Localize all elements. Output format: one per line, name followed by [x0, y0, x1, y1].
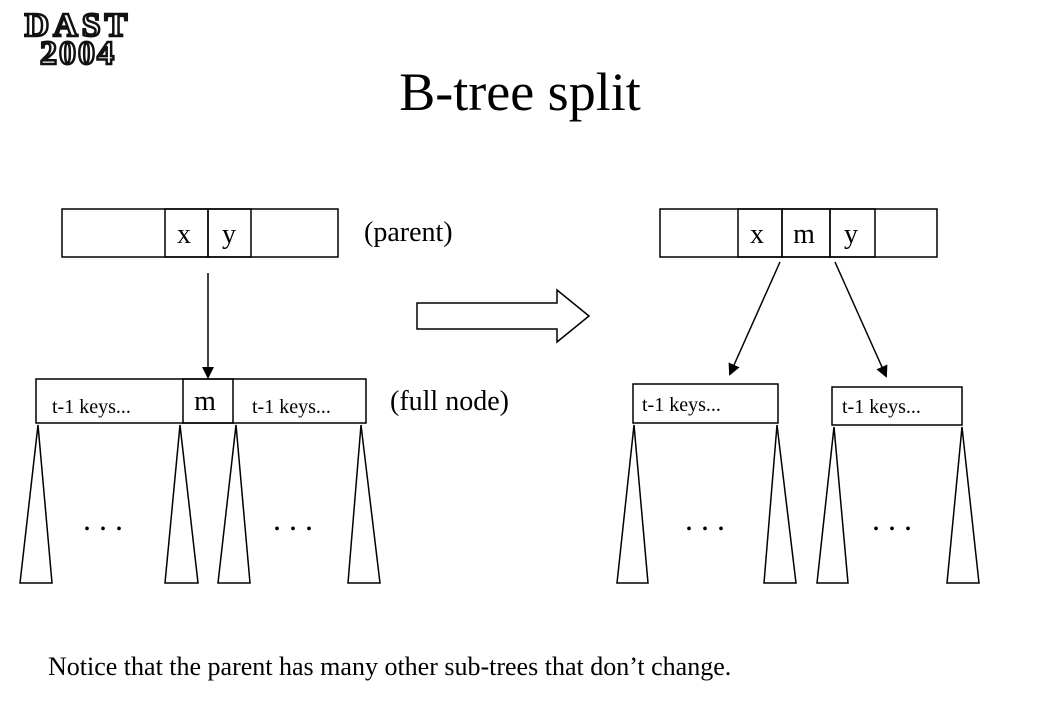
after-subtree-2 — [763, 424, 797, 584]
slide-caption: Notice that the parent has many other su… — [48, 652, 732, 681]
parent-label: (parent) — [364, 217, 453, 248]
before-child-right-keys: t-1 keys... — [252, 396, 331, 418]
after-subtree-1 — [616, 424, 649, 584]
before-parent-key-y-cell — [207, 208, 252, 258]
before-child-left-keys: t-1 keys... — [52, 396, 131, 418]
after-parent-key-y-cell — [829, 208, 876, 258]
dast-2004-logo: DAST 2004 — [23, 6, 132, 74]
before-subtree-left-inner — [164, 424, 199, 584]
before-parent-key-x: x — [177, 219, 191, 250]
slide-title: B-tree split — [399, 62, 641, 122]
before-parent-key-y: y — [222, 219, 236, 250]
after-ellipsis-left: . . . — [685, 501, 725, 537]
after-parent-key-x: x — [750, 219, 764, 250]
after-right-pointer-arrow — [834, 261, 888, 378]
before-subtree-right-outer — [347, 424, 381, 584]
after-left-child-node — [632, 383, 779, 424]
after-ellipsis-right: . . . — [872, 501, 912, 537]
full-node-label: (full node) — [390, 386, 509, 417]
after-subtree-3 — [816, 426, 849, 584]
after-left-pointer-arrow — [728, 261, 781, 376]
after-child-right-keys: t-1 keys... — [842, 396, 921, 418]
after-parent-key-m: m — [793, 219, 815, 250]
after-right-child-node — [831, 386, 963, 426]
after-child-left-keys: t-1 keys... — [642, 394, 721, 416]
after-parent-key-y: y — [844, 219, 858, 250]
logo-text-dast: DAST — [25, 7, 132, 44]
before-subtree-right-inner — [217, 424, 251, 584]
logo-text-year: 2004 — [40, 35, 116, 72]
before-ellipsis-right: . . . — [273, 501, 313, 537]
before-ellipsis-left: . . . — [83, 501, 123, 537]
before-subtree-left-outer — [19, 424, 53, 584]
before-child-median-key: m — [194, 386, 216, 417]
after-subtree-4 — [946, 426, 980, 584]
before-parent-node — [61, 208, 339, 258]
transition-arrow — [416, 288, 591, 344]
before-median-key-cell — [182, 378, 234, 424]
